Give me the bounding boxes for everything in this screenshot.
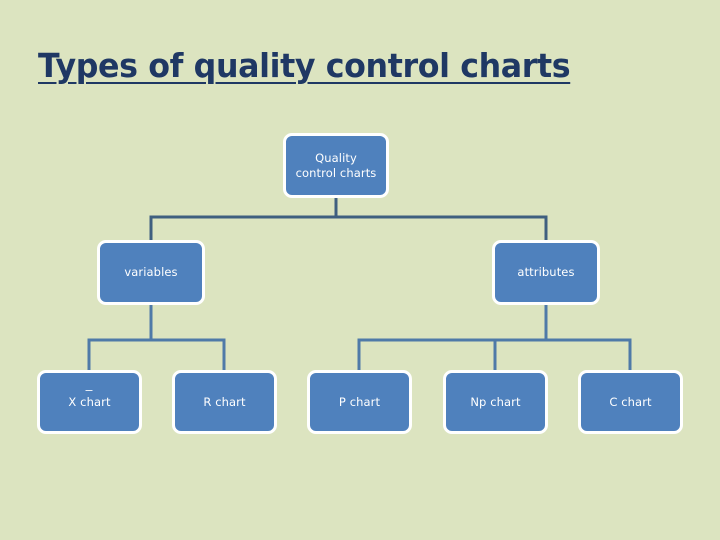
node-quality-control-charts[interactable]: Quality control charts <box>283 133 389 198</box>
node-label: P chart <box>338 394 381 409</box>
node-label: variables <box>124 265 178 279</box>
node-np-chart[interactable]: Np chart <box>443 370 548 434</box>
connector-attributes-to-leaves <box>357 303 632 372</box>
node-attributes[interactable]: attributes <box>492 240 600 305</box>
overbar-mark <box>85 389 93 391</box>
node-label: Np chart <box>470 394 521 409</box>
xbar-overline-wrapper: X chart <box>68 389 111 410</box>
connector-variables-to-leaves <box>87 303 226 372</box>
node-p-chart[interactable]: P chart <box>307 370 412 434</box>
node-label-line2: control charts <box>295 165 377 180</box>
connector-root-to-level2 <box>149 196 548 242</box>
node-label: attributes <box>517 265 575 279</box>
node-variables[interactable]: variables <box>97 240 205 305</box>
node-label: R chart <box>203 394 246 409</box>
node-label: X chart <box>40 389 139 410</box>
node-label: Quality control charts <box>286 151 386 181</box>
node-label-text: X chart <box>68 394 111 409</box>
page-title: Types of quality control charts <box>38 46 571 85</box>
node-label-line1: Quality <box>315 150 357 165</box>
node-c-chart[interactable]: C chart <box>578 370 683 434</box>
node-xbar-chart[interactable]: X chart <box>37 370 142 434</box>
node-label: C chart <box>609 394 652 409</box>
node-r-chart[interactable]: R chart <box>172 370 277 434</box>
